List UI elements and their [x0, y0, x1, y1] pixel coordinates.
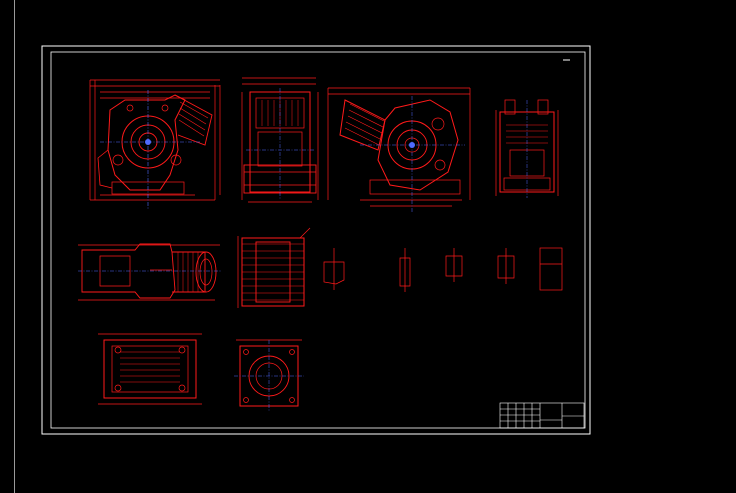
- detail-view-c[interactable]: [445, 248, 463, 282]
- view-side-section-centerlines: [246, 88, 314, 200]
- view-rear-section-centerlines: [360, 96, 465, 212]
- outer-border: [41, 45, 591, 435]
- inner-border: [50, 51, 586, 429]
- detail-view-e[interactable]: [539, 247, 563, 291]
- view-front-section[interactable]: [89, 79, 221, 201]
- view-cylinder-section[interactable]: [78, 243, 220, 301]
- view-cylinder-fins[interactable]: [237, 227, 311, 308]
- title-block[interactable]: [499, 402, 585, 429]
- view-front-section-hub: [145, 139, 151, 145]
- view-rear-section[interactable]: [327, 87, 471, 207]
- view-bottom-plan[interactable]: [98, 333, 202, 405]
- detail-view-b[interactable]: [399, 248, 411, 292]
- view-flange-centerlines: [234, 340, 304, 412]
- detail-view-a[interactable]: [323, 248, 345, 290]
- view-rear-section-hub: [409, 142, 415, 148]
- sheet-frame: [41, 45, 591, 435]
- detail-view-d[interactable]: [497, 248, 515, 284]
- view-front-section-centerlines: [100, 90, 200, 210]
